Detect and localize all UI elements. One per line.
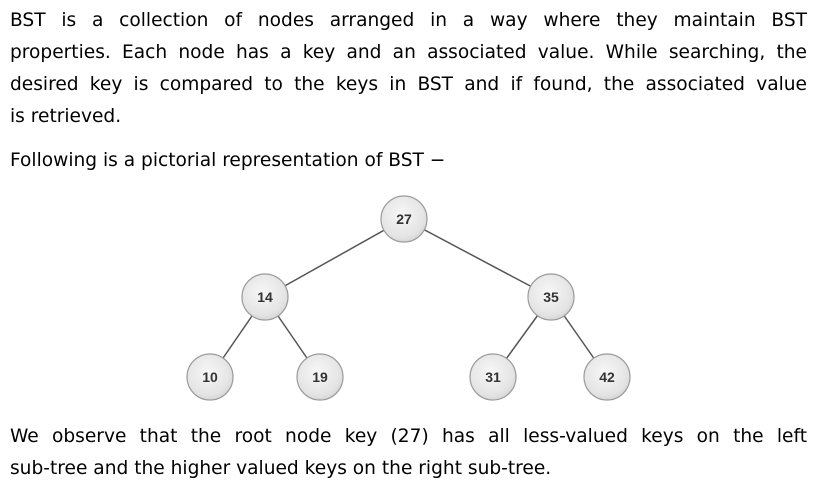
node-circle	[469, 353, 517, 401]
tree-node-10: 10	[186, 353, 234, 401]
observation-paragraph: We observe that the root node key (27) h…	[10, 421, 807, 485]
node-circle	[296, 353, 344, 401]
intro-paragraph: BST is a collection of nodes arranged in…	[10, 5, 807, 133]
node-key-label: 27	[396, 211, 412, 227]
tree-node-14: 14	[241, 273, 289, 321]
node-circle	[380, 195, 428, 243]
intro-line-4: is retrieved.	[10, 106, 122, 127]
observation-line-2: sub-tree and the higher valued keys on t…	[10, 458, 552, 479]
node-circle	[186, 353, 234, 401]
node-key-label: 35	[543, 289, 559, 305]
tree-nodes: 27 14 35 10 19 31 42	[186, 195, 631, 401]
observation-line-1: We observe that the root node key (27) h…	[10, 426, 807, 447]
node-key-label: 14	[257, 289, 273, 305]
node-key-label: 42	[599, 369, 615, 385]
diagram-caption: Following is a pictorial representation …	[10, 150, 446, 171]
node-key-label: 31	[485, 369, 501, 385]
node-key-label: 10	[202, 369, 218, 385]
node-key-label: 19	[312, 369, 328, 385]
tree-node-42: 42	[583, 353, 631, 401]
edge-27-35	[403, 218, 552, 298]
tree-node-31: 31	[469, 353, 517, 401]
node-circle	[583, 353, 631, 401]
tree-node-35: 35	[527, 273, 575, 321]
intro-line-2: properties. Each node has a key and an a…	[10, 42, 807, 63]
tree-node-19: 19	[296, 353, 344, 401]
intro-line-1: BST is a collection of nodes arranged in…	[10, 10, 807, 31]
edge-27-14	[264, 218, 405, 298]
tree-node-27: 27	[380, 195, 428, 243]
node-circle	[241, 273, 289, 321]
node-circle	[527, 273, 575, 321]
intro-line-3: desired key is compared to the keys in B…	[10, 74, 807, 95]
